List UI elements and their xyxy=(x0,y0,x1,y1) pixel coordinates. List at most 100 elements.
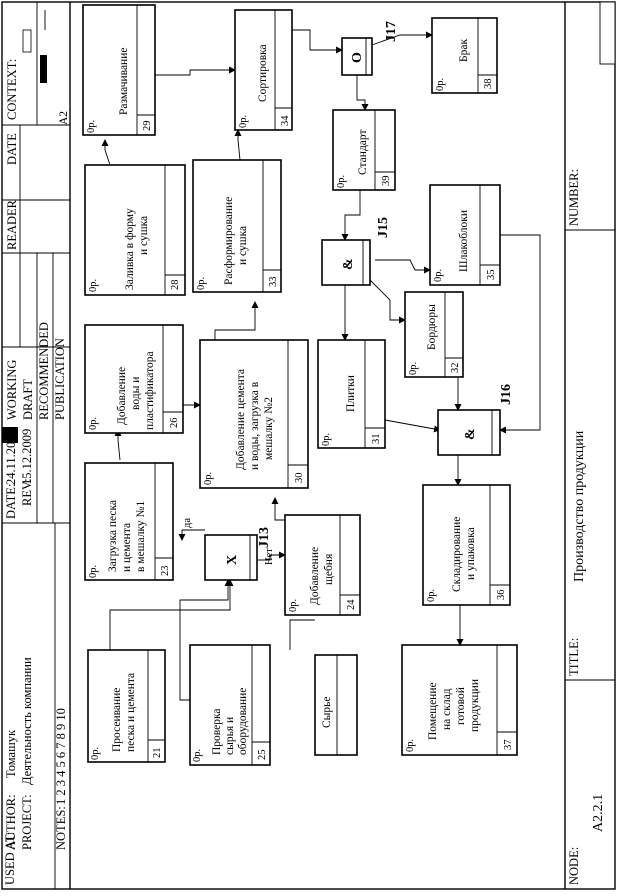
annotation-da: да xyxy=(182,518,193,528)
activity-37-cost: 0р. xyxy=(405,739,416,752)
junction-j16-symbol: & xyxy=(463,428,478,440)
activity-26-cost: 0р. xyxy=(88,417,99,430)
activity-39-name-1: Стандарт xyxy=(357,129,369,175)
activity-24[interactable]: Добавление щебня 0р. 24 xyxy=(284,514,361,616)
author-value: Томашук xyxy=(4,729,18,778)
activity-24-id: 24 xyxy=(346,599,357,610)
activity-28-name-1: Заливка в форму xyxy=(124,208,136,290)
date-label: DATE: xyxy=(4,484,18,519)
title-label: TITLE: xyxy=(567,638,581,676)
activity-38-name-1: Брак xyxy=(458,39,470,62)
reader-label: READER xyxy=(5,199,19,250)
activity-30-cost: 0р. xyxy=(203,472,214,485)
activity-39-id: 39 xyxy=(381,176,392,187)
activity-26-name-3: пластификатора xyxy=(144,351,156,430)
activity-28-cost: 0р. xyxy=(88,279,99,292)
activity-21-id: 21 xyxy=(152,748,163,759)
activity-23-name-2: и цемента xyxy=(121,523,133,572)
activity-21-name-2: песка и цемента xyxy=(125,673,137,752)
activity-28[interactable]: Заливка в форму и сушка 0р. 28 xyxy=(84,164,186,296)
date-column-label: DATE xyxy=(5,133,19,165)
activity-36[interactable]: Складирование и упаковка 0р. 36 xyxy=(422,484,511,606)
activity-25-cost: 0р. xyxy=(192,749,203,762)
junction-j16-label: J16 xyxy=(499,384,514,405)
activity-38[interactable]: Брак 0р. 38 xyxy=(431,17,498,94)
activity-35[interactable]: Шлакоблоки 0р. 35 xyxy=(429,184,501,286)
activity-30-name-1: Добавление цемента xyxy=(235,369,247,470)
activity-23-name-3: в мешалку №1 xyxy=(135,500,147,572)
activity-25-name-1: Проверка xyxy=(211,708,223,755)
activity-34-name-1: Сортировка xyxy=(257,44,269,102)
junction-j15[interactable]: & J15 xyxy=(321,217,391,286)
node-value: A2.2.1 xyxy=(591,794,606,832)
activity-36-id: 36 xyxy=(496,590,507,601)
activity-21[interactable]: Просеивание песка и цемента 0р. 21 xyxy=(87,649,166,763)
activity-21-cost: 0р. xyxy=(90,747,101,760)
activity-24-name-2: щебня xyxy=(323,553,335,585)
activity-38-cost: 0р. xyxy=(435,78,446,91)
status-draft: DRAFT xyxy=(21,379,35,420)
activity-25-name-2: сырья и xyxy=(224,717,236,755)
activity-24-name-1: Добавление xyxy=(309,547,321,605)
activity-26-id: 26 xyxy=(169,418,180,429)
activity-25-id: 25 xyxy=(257,750,268,761)
activity-33-cost: 0р. xyxy=(196,277,207,290)
object-syrye[interactable]: Сырье xyxy=(314,654,358,756)
author-label: AUTHOR: xyxy=(4,794,18,850)
activity-34-cost: 0р. xyxy=(238,115,249,128)
status-recommended: RECOMMENDED xyxy=(37,322,51,420)
activity-35-id: 35 xyxy=(486,270,497,281)
activity-30-name-2: и воды, загрузка в xyxy=(249,381,261,470)
diagram-title: Производство продукции xyxy=(572,430,587,582)
activity-37-name-4: продукции xyxy=(469,679,481,732)
junction-j17-label: J17 xyxy=(384,21,399,42)
junction-j13-no-label: Нет xyxy=(264,548,275,565)
activity-30[interactable]: Добавление цемента и воды, загрузка в ме… xyxy=(199,339,309,489)
activity-29-cost: 0р. xyxy=(86,120,97,133)
activity-31-cost: 0р. xyxy=(321,433,332,446)
activity-36-name-2: и упаковка xyxy=(465,527,477,580)
header-area: USED AT: AUTHOR: Томашук DATE: 24.11.200… xyxy=(3,59,70,885)
activity-23-id: 23 xyxy=(160,566,171,577)
activity-31[interactable]: Плитки 0р. 31 xyxy=(317,339,386,449)
activity-24-cost: 0р. xyxy=(288,599,299,612)
activity-37-name-2: на склад xyxy=(441,688,453,730)
junction-j17[interactable]: O J17 xyxy=(341,21,399,76)
context-node: A2 xyxy=(58,111,70,125)
activity-33[interactable]: Расформирование и сушка 0р. 33 xyxy=(192,159,282,293)
project-label: PROJECT: xyxy=(20,794,34,850)
activity-34-id: 34 xyxy=(280,115,291,126)
activity-32-name-1: Бордюры xyxy=(426,304,438,350)
activity-23[interactable]: Загрузка песка и цемента в мешалку №1 0р… xyxy=(84,462,174,581)
context-label: CONTEXT: xyxy=(5,59,19,120)
status-working: WORKING xyxy=(5,360,19,420)
activity-26-name-1: Добавление xyxy=(116,367,128,425)
activity-33-name-2: и сушка xyxy=(237,226,249,265)
activity-26[interactable]: Добавление воды и пластификатора 0р. 26 xyxy=(84,324,184,434)
status-publication: PUBLICATION xyxy=(53,338,67,420)
activity-29-id: 29 xyxy=(142,121,153,132)
activity-29[interactable]: Размачивание 0р. 29 xyxy=(82,4,156,136)
date-value: 24.11.2009 xyxy=(4,429,18,485)
notes-label: NOTES: xyxy=(54,806,68,850)
junction-j13[interactable]: X J13 Нет да xyxy=(182,518,275,581)
activity-25-name-3: оборудование xyxy=(237,688,249,755)
junction-j16[interactable]: & J16 xyxy=(437,384,514,456)
junction-j17-symbol: O xyxy=(350,52,365,63)
activity-39[interactable]: Стандарт 0р. 39 xyxy=(332,109,396,191)
activity-35-cost: 0р. xyxy=(433,269,444,282)
activity-32[interactable]: Бордюры 0р. 32 xyxy=(404,291,464,378)
rev-value: 15.12.2009 xyxy=(20,429,34,485)
activity-26-name-2: воды и xyxy=(130,377,142,410)
activity-23-cost: 0р. xyxy=(88,565,99,578)
activity-37-name-3: готовой xyxy=(455,687,467,725)
activity-37[interactable]: Помещение на склад готовой продукции 0р.… xyxy=(401,644,518,756)
activity-37-id: 37 xyxy=(503,740,514,751)
rev-label: REV: xyxy=(20,478,34,506)
junction-j13-label: J13 xyxy=(257,527,272,548)
activity-25[interactable]: Проверка сырья и оборудование 0р. 25 xyxy=(189,644,271,766)
activity-38-id: 38 xyxy=(483,79,494,90)
activity-34[interactable]: Сортировка 0р. 34 xyxy=(234,9,293,131)
